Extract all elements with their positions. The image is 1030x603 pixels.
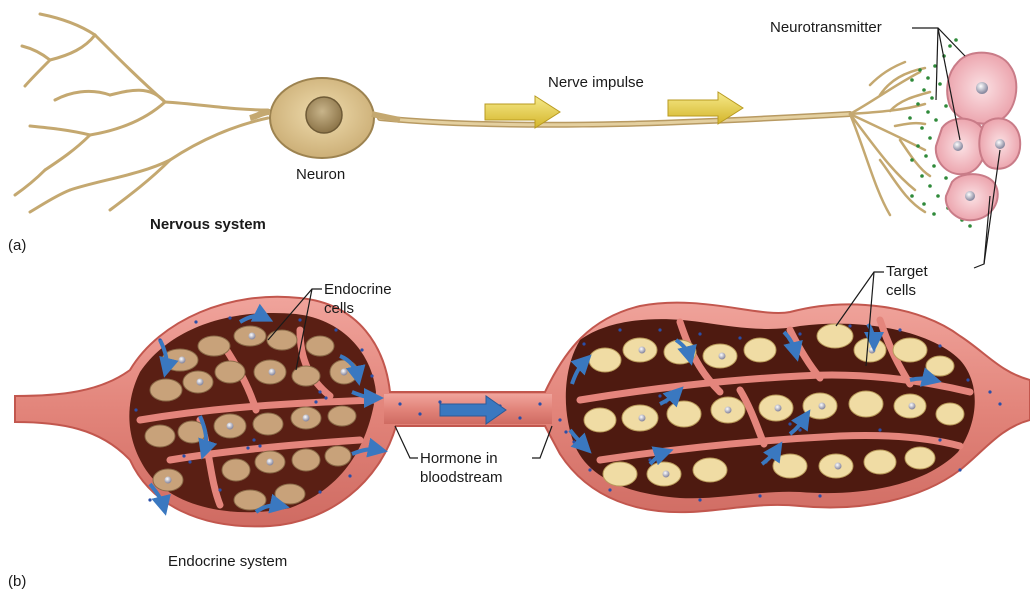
hormone-label-line1: Hormone in (420, 450, 498, 468)
endocrine-cells-label-line1: Endocrine (324, 281, 392, 299)
neurotransmitter-label: Neurotransmitter (770, 19, 882, 37)
target-cells-label-line2: cells (886, 282, 916, 300)
panel-a-tag: (a) (8, 237, 26, 255)
hormone-label-line2: bloodstream (420, 469, 503, 487)
neuron-nucleus (306, 97, 342, 133)
target-cells-label-line1: Target (886, 263, 928, 281)
dendrites (15, 14, 268, 212)
panel-b-tag: (b) (8, 573, 26, 591)
neuron (15, 14, 930, 215)
endocrine-cells-label-line2: cells (324, 300, 354, 318)
endocrine-system-label: Endocrine system (168, 553, 287, 571)
axon-terminals (850, 62, 930, 215)
nerve-impulse-label: Nerve impulse (548, 74, 644, 92)
nervous-system-label: Nervous system (150, 216, 266, 234)
neuron-label: Neuron (296, 166, 345, 184)
neuron-target-cells (936, 53, 1020, 221)
